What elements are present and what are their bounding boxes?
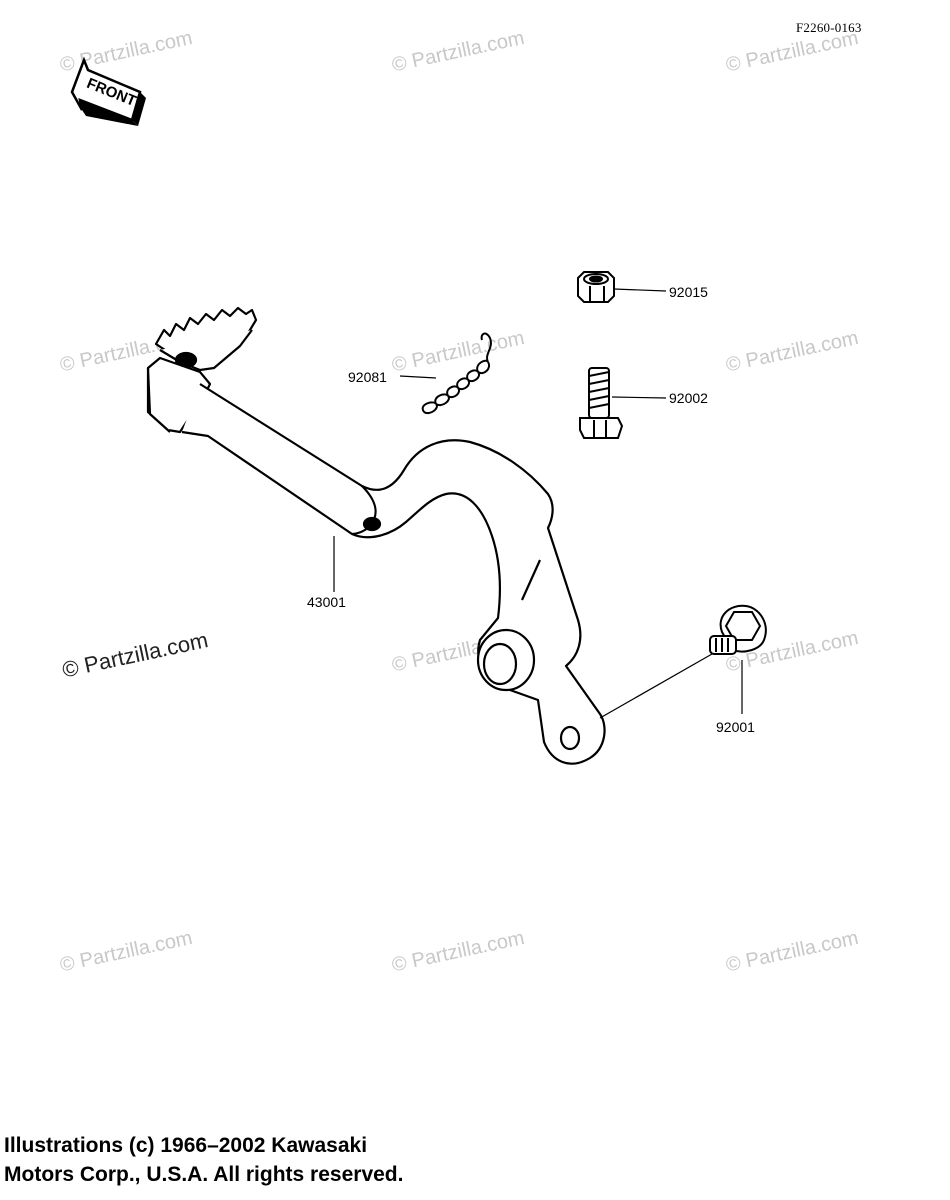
leader-line bbox=[399, 375, 437, 379]
leader-line bbox=[611, 396, 667, 399]
leader-line bbox=[613, 288, 667, 292]
part-label-92081: 92081 bbox=[348, 369, 387, 385]
part-label-92001: 92001 bbox=[716, 719, 755, 735]
bolt-92001-icon bbox=[709, 604, 767, 655]
part-label-43001: 43001 bbox=[307, 594, 346, 610]
leader-line bbox=[599, 653, 713, 719]
nut-92015-icon bbox=[577, 271, 615, 303]
spring-92081-icon bbox=[421, 332, 492, 414]
copyright-line-2: Motors Corp., U.S.A. All rights reserved… bbox=[4, 1163, 404, 1186]
bolt-92002-icon bbox=[579, 367, 624, 439]
brake-pedal-43001-icon bbox=[146, 306, 606, 765]
part-label-92002: 92002 bbox=[669, 390, 708, 406]
part-label-92015: 92015 bbox=[669, 284, 708, 300]
diagram-code: F2260-0163 bbox=[796, 20, 862, 35]
front-arrow-icon: FRONT bbox=[70, 56, 146, 126]
copyright-footer: Illustrations (c) 1966–2002 Kawasaki Mot… bbox=[4, 1131, 403, 1189]
copyright-line-1: Illustrations (c) 1966–2002 Kawasaki bbox=[4, 1134, 368, 1157]
